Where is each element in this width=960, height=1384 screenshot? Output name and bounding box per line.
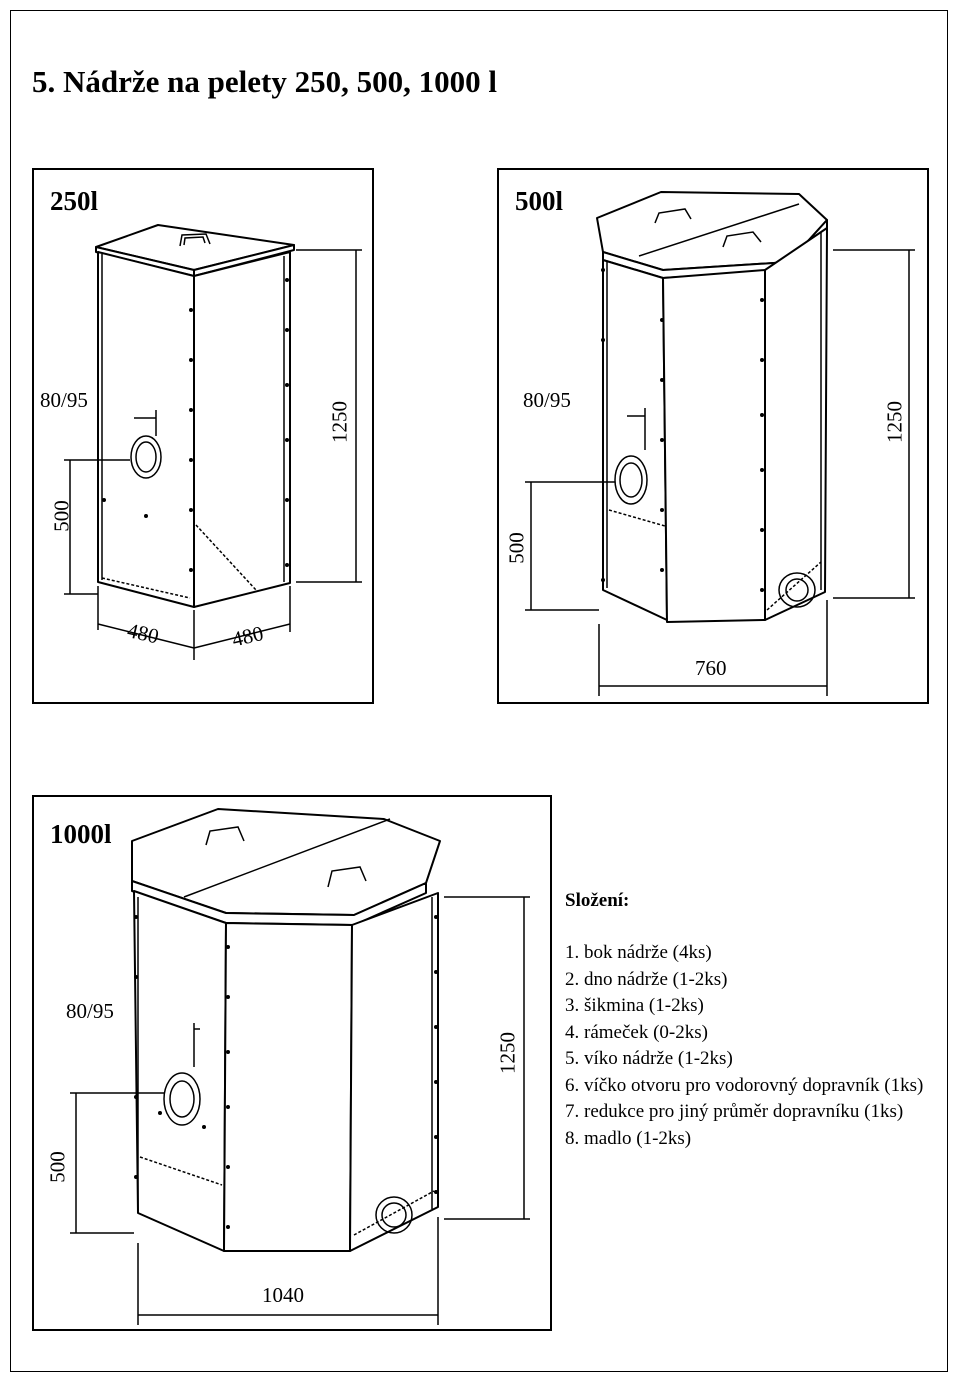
composition-title: Složení:: [565, 890, 630, 911]
page-border: [10, 10, 948, 1372]
dim-outlet-height: 500: [49, 500, 74, 532]
panel-250l: 250l 80/95 1250 500 480 480: [32, 168, 374, 704]
dim-width: 760: [695, 656, 727, 680]
dim-flange: 80/95: [66, 999, 114, 1023]
dim-height: 1250: [327, 401, 352, 443]
dim-width: 1040: [262, 1283, 304, 1307]
dim-height: 1250: [495, 1032, 520, 1074]
list-item: 4. rámeček (0-2ks): [565, 1021, 708, 1043]
list-item: 1. bok nádrže (4ks): [565, 942, 712, 963]
list-item: 8. madlo (1-2ks): [565, 1127, 692, 1149]
page-title: 5. Nádrže na pelety 250, 500, 1000 l: [32, 64, 497, 99]
dim-outlet-height: 500: [504, 532, 529, 564]
list-item: 2. dno nádrže (1-2ks): [565, 968, 728, 990]
tank-250l-drawing: [64, 224, 362, 660]
list-item: 6. víčko otvoru pro vodorovný dopravník …: [565, 1074, 924, 1096]
list-item: 5. víko nádrže (1-2ks): [565, 1048, 733, 1069]
tank-1000l-drawing: [70, 808, 530, 1325]
panel-title: 250l: [50, 186, 99, 216]
dim-flange: 80/95: [40, 388, 88, 412]
tank-500l-drawing: [525, 191, 915, 696]
panel-1000l: 1000l 80/95 1250 500 1040: [32, 795, 552, 1331]
dim-height: 1250: [882, 401, 907, 443]
panel-title: 1000l: [50, 819, 112, 849]
list-item: 3. šikmina (1-2ks): [565, 995, 704, 1016]
panel-title: 500l: [515, 186, 564, 216]
list-item: 7. redukce pro jiný průměr dopravníku (1…: [565, 1101, 904, 1122]
dim-outlet-height: 500: [45, 1151, 70, 1183]
panel-500l: 500l 80/95 1250 500 760: [497, 168, 929, 704]
composition-list: 1. bok nádrže (4ks) 2. dno nádrže (1-2ks…: [565, 940, 935, 1152]
dim-flange: 80/95: [523, 388, 571, 412]
